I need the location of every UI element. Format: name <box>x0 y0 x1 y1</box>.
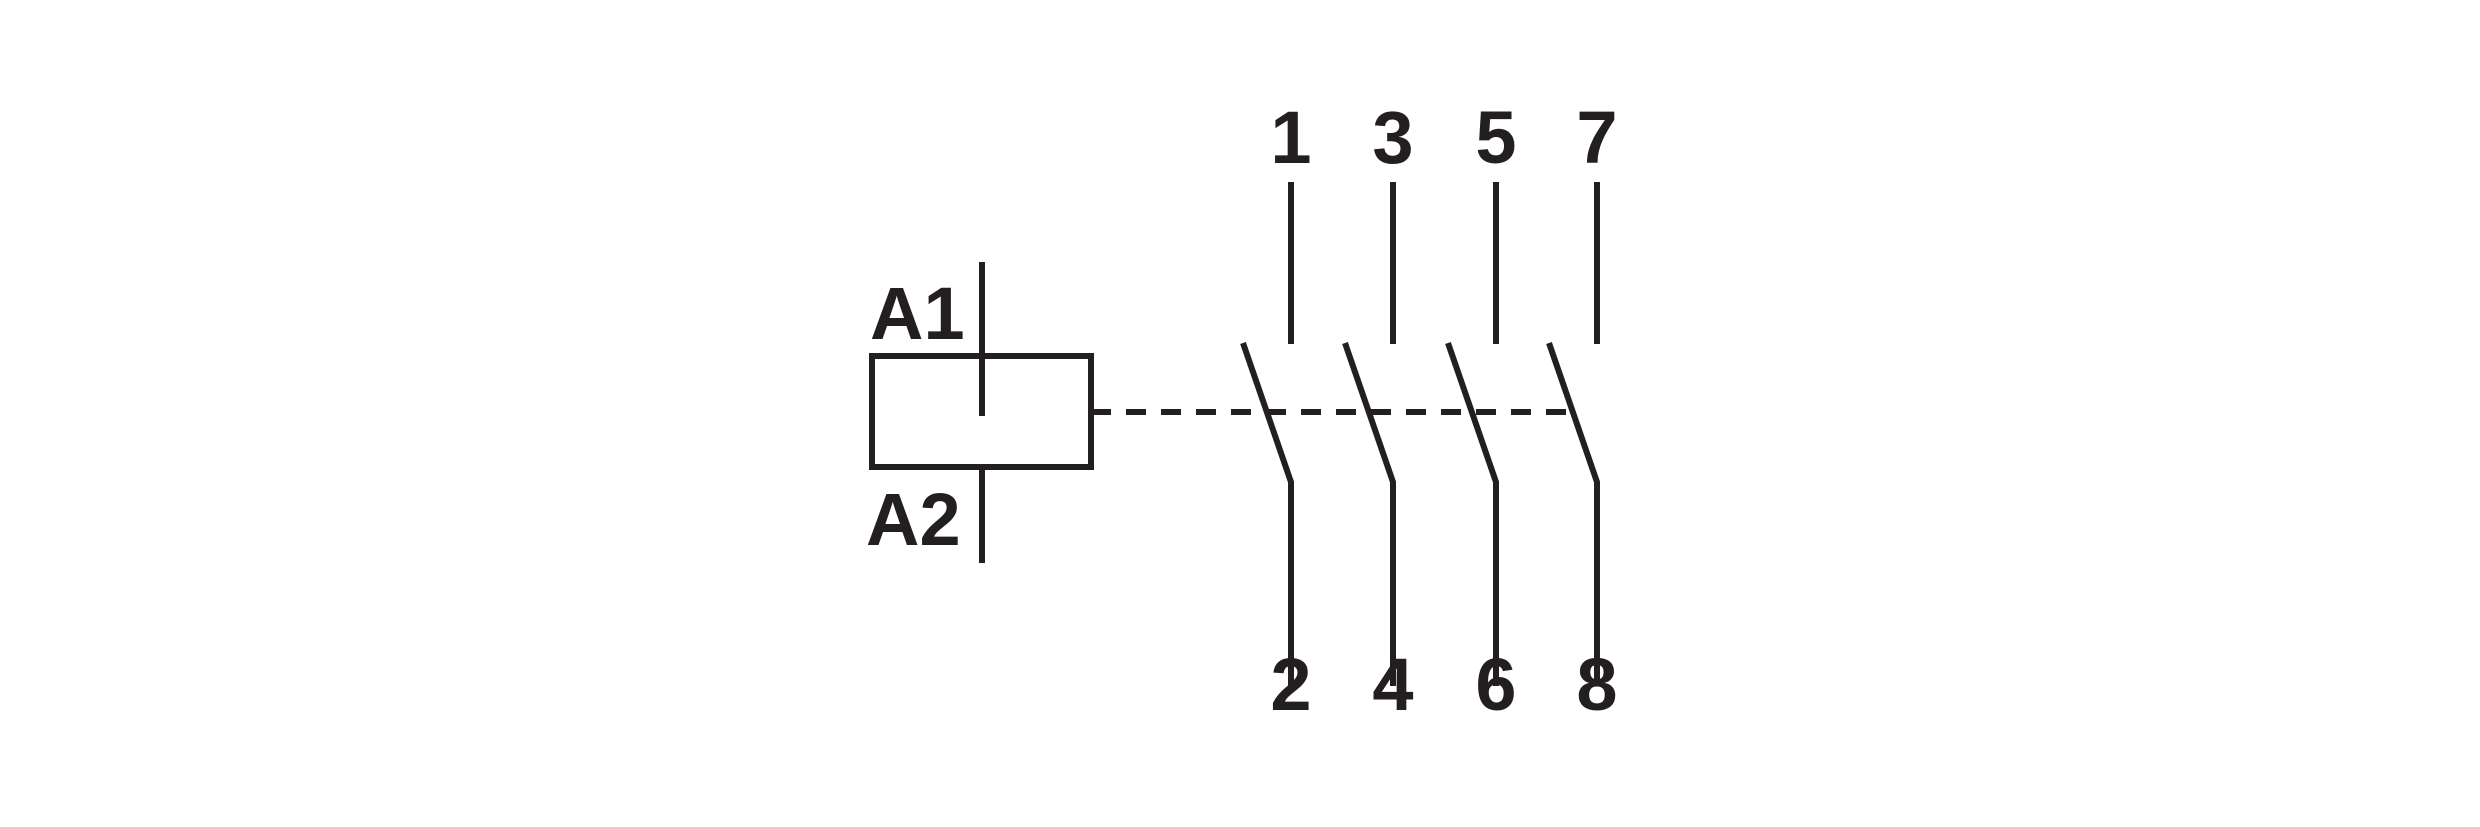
contact-label-top: 5 <box>1475 96 1516 179</box>
contact-switch-blade <box>1342 342 1396 686</box>
contact-label-bottom: 4 <box>1372 643 1413 726</box>
contact-switch-blade <box>1546 342 1600 686</box>
contact-label-bottom: 2 <box>1270 643 1311 726</box>
coil-label-a1: A1 <box>870 272 965 355</box>
contact-switch-blade <box>1445 342 1499 686</box>
contact-label-top: 7 <box>1576 96 1617 179</box>
relay-coil: A1 A2 <box>866 262 1094 563</box>
contact-4: 78 <box>1546 96 1618 726</box>
coil-label-a2: A2 <box>866 478 961 561</box>
contact-3: 56 <box>1445 96 1517 726</box>
contact-1: 12 <box>1240 96 1312 726</box>
contact-label-top: 1 <box>1270 96 1311 179</box>
contact-2: 34 <box>1342 96 1414 726</box>
contact-label-bottom: 6 <box>1475 643 1516 726</box>
contact-switch-blade <box>1240 342 1294 686</box>
contact-label-bottom: 8 <box>1576 643 1617 726</box>
contact-label-top: 3 <box>1372 96 1413 179</box>
